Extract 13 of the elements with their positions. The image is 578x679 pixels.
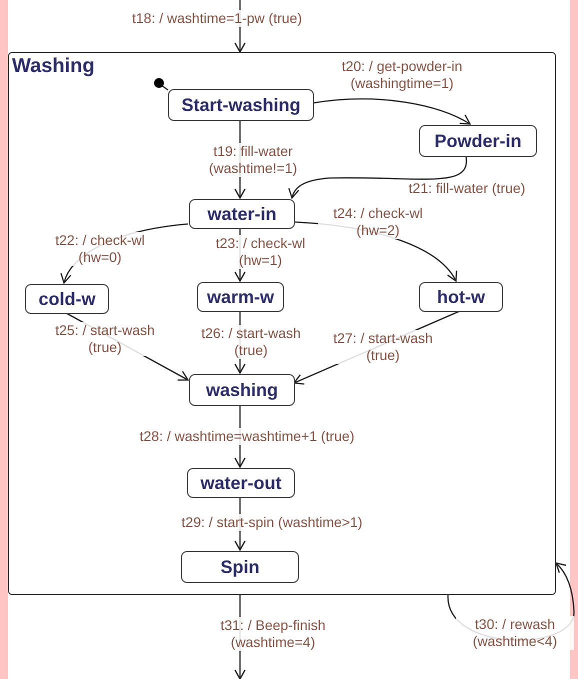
- state-box: hot-w: [419, 282, 503, 312]
- state-box: Start-washing: [168, 89, 314, 121]
- transition-arrow: [288, 156, 467, 199]
- transition-arrow: [312, 98, 471, 125]
- edge-label: t30: / rewash (washtime<4): [456, 616, 574, 650]
- state-box: cold-w: [25, 284, 109, 314]
- state-box: warm-w: [197, 282, 284, 312]
- state-title: Washing: [12, 54, 95, 79]
- state-box: water-in: [189, 199, 295, 229]
- state-box: water-out: [187, 468, 295, 498]
- state-box: washing: [189, 374, 295, 406]
- state-box: Spin: [181, 551, 299, 583]
- state-box: Powder-in: [419, 125, 537, 157]
